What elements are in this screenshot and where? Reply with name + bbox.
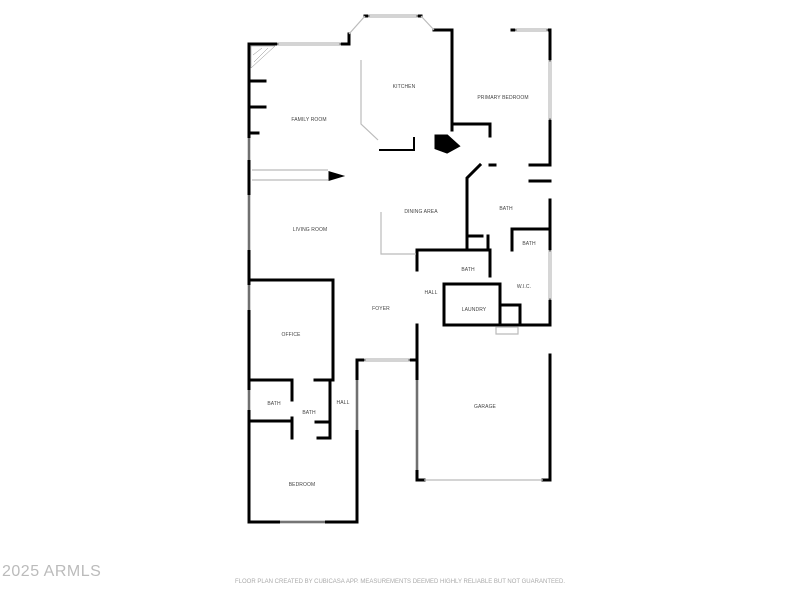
room-label-primary-bath: BATH bbox=[499, 206, 513, 212]
room-label-wic: W.I.C. bbox=[516, 284, 532, 290]
room-label-primary-bath-2: BATH bbox=[522, 241, 536, 247]
room-label-foyer: FOYER bbox=[372, 306, 390, 312]
room-label-hall-2: HALL bbox=[336, 400, 350, 406]
room-label-primary-bedroom: PRIMARY BEDROOM bbox=[477, 95, 529, 101]
room-label-dining-area: DINING AREA bbox=[404, 209, 438, 215]
room-label-kitchen: KITCHEN bbox=[392, 84, 416, 90]
room-label-hall-bath: BATH bbox=[461, 267, 475, 273]
room-label-office: OFFICE bbox=[281, 332, 301, 338]
room-label-family-room: FAMILY ROOM bbox=[291, 117, 327, 123]
room-label-laundry: LAUNDRY bbox=[461, 307, 487, 313]
room-label-bath-a: BATH bbox=[267, 401, 281, 407]
room-label-bath-b: BATH bbox=[302, 410, 316, 416]
watermark: 2025 ARMLS bbox=[2, 563, 102, 580]
room-label-living-room: LIVING ROOM bbox=[292, 227, 328, 233]
room-label-bedroom: BEDROOM bbox=[288, 482, 316, 488]
room-label-garage: GARAGE bbox=[474, 404, 496, 410]
disclaimer: FLOOR PLAN CREATED BY CUBICASA APP. MEAS… bbox=[235, 579, 565, 585]
room-label-hall-1: HALL bbox=[424, 290, 438, 296]
